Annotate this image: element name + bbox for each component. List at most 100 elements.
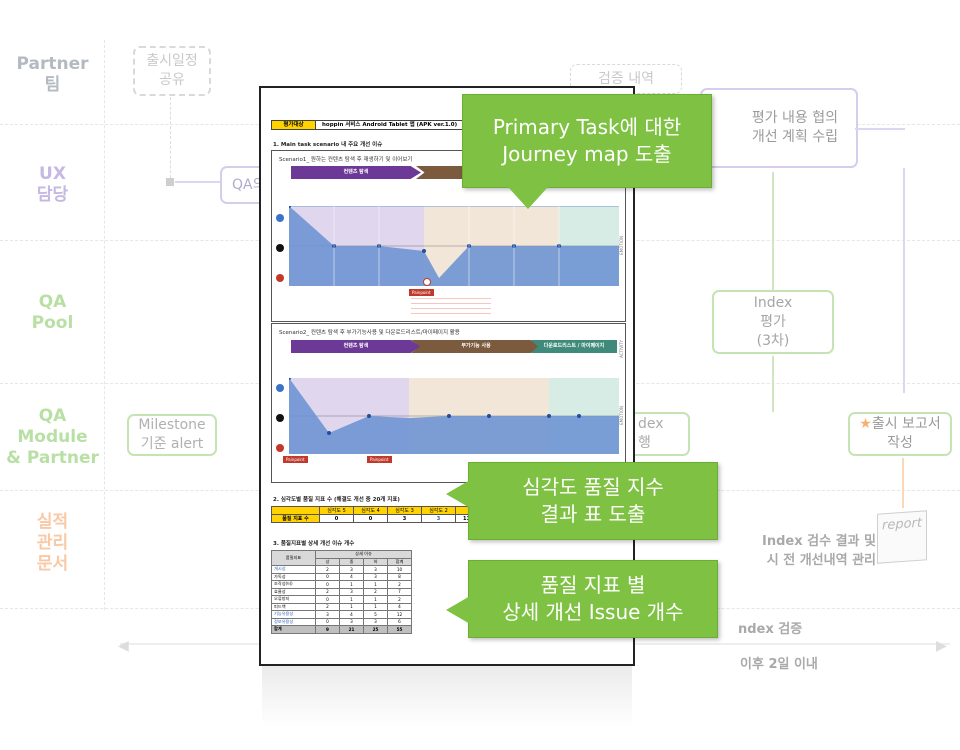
detail-cell: 3: [339, 587, 364, 596]
detail-row-label: 정보유용성: [271, 617, 316, 626]
painpoint-label: Painpoint: [409, 289, 434, 296]
painpoint-notes: [411, 298, 491, 318]
connector-line: [903, 168, 905, 393]
detail-col: 중: [339, 557, 364, 566]
happy-face-icon: [276, 384, 284, 392]
header-value: hoppin 서비스 Android Tablet 앱 (APK ver.1.0…: [322, 122, 458, 128]
release-report-box: ★출시 보고서 작성: [848, 412, 952, 456]
detail-cell: 2: [315, 602, 340, 611]
connector-line: [855, 128, 905, 130]
emotion-point: [447, 414, 451, 418]
happy-face-icon: [276, 214, 284, 222]
painpoint-label-2b: Painpoint: [367, 456, 392, 463]
detail-cell: 21: [339, 625, 364, 634]
detail-cell: 2: [315, 587, 340, 596]
severity-value-row: 품질 지표 수 0 0 3 3 11: [271, 514, 478, 523]
detail-cell: 1: [363, 580, 388, 589]
detail-cell: 3: [315, 610, 340, 619]
detail-col: 합계: [387, 557, 412, 566]
lane-separator: [104, 40, 105, 610]
detail-row-label: 오류방지: [271, 595, 316, 604]
header-key: 평가대상: [272, 121, 316, 129]
severity-value: 3: [421, 514, 456, 523]
severity-value: 3: [387, 514, 422, 523]
emotion-columns: [333, 206, 560, 286]
severity-col: 심각도 4: [353, 506, 388, 515]
index-verify-label: ndex 검증: [738, 618, 807, 637]
detail-header-main: 품질지표: [271, 550, 316, 566]
emotion-points: [289, 378, 581, 435]
emotion-point: [327, 431, 331, 435]
detail-cell: 3: [339, 565, 364, 574]
detail-cell: 3: [363, 565, 388, 574]
scenario2-emotion-chart: [289, 378, 619, 454]
document-reflection: [262, 666, 632, 726]
activity-label-2: ACTIVITY: [619, 340, 624, 358]
phase-content-search-2: 컨텐츠 탐색: [291, 340, 421, 353]
detail-cell: 2: [363, 587, 388, 596]
detail-cell: 4: [339, 610, 364, 619]
detail-cell: 12: [387, 610, 412, 619]
detail-cell: 0: [315, 617, 340, 626]
detail-cell: 1: [363, 595, 388, 604]
painpoint-label-2a: Painpoint: [283, 456, 308, 463]
detail-cell: 2: [387, 580, 412, 589]
detail-cell: 3: [363, 572, 388, 581]
detail-cell: 1: [339, 595, 364, 604]
emotion-label: EMOTION: [619, 236, 624, 255]
detail-header-row: 품질지표 상세 이슈: [271, 550, 412, 566]
detail-row-label: 기능유용성: [271, 610, 316, 619]
quality-label: 품질 지표 수: [271, 514, 320, 523]
detail-row-label: 피드백: [271, 602, 316, 611]
connector-line: [170, 97, 171, 183]
detail-cell: 25: [363, 625, 388, 634]
detail-row-label: 조작성(터): [271, 580, 316, 589]
connector-arrow: [175, 181, 223, 183]
detail-col: 상: [315, 557, 340, 566]
report-document-icon: report: [877, 510, 927, 564]
emotion-point: [367, 414, 371, 418]
arrow-right-icon: ▶: [936, 638, 947, 654]
neutral-face-icon: [276, 244, 284, 252]
within-two-days-label: 이후 2일 이내: [740, 657, 818, 672]
detail-cell: 4: [339, 572, 364, 581]
connector-line: [772, 172, 774, 290]
detail-col: 하: [363, 557, 388, 566]
arrow-left-icon: ◀: [118, 638, 129, 654]
severity-col: 심각도 3: [387, 506, 422, 515]
section2-title: 2. 심각도별 품질 지표 수 (해결도 개선 중 20개 지표): [273, 497, 400, 503]
emotion-point: [289, 206, 291, 208]
detail-row-label: 가독성: [271, 572, 316, 581]
phase-content-search: 컨텐츠 탐색: [291, 166, 421, 179]
emotion-label-2: EMOTION: [619, 406, 624, 425]
callout-tail: [508, 187, 548, 209]
emotion-point: [547, 414, 551, 418]
sad-face-icon: [276, 444, 284, 452]
emotion-area: [289, 378, 619, 454]
detail-cell: 6: [387, 617, 412, 626]
emotion-point: [577, 414, 581, 418]
phase-extra-features: 부가기능 사용: [411, 340, 541, 353]
detail-cell: 10: [387, 565, 412, 574]
phase-download-mypage: 다운로드리스트 / 마이페이지: [531, 340, 617, 353]
callout-tail: [446, 480, 470, 508]
detail-cell: 0: [315, 572, 340, 581]
connector-line: [902, 458, 904, 508]
sad-face-icon: [276, 274, 284, 282]
detail-cell: 1: [363, 602, 388, 611]
